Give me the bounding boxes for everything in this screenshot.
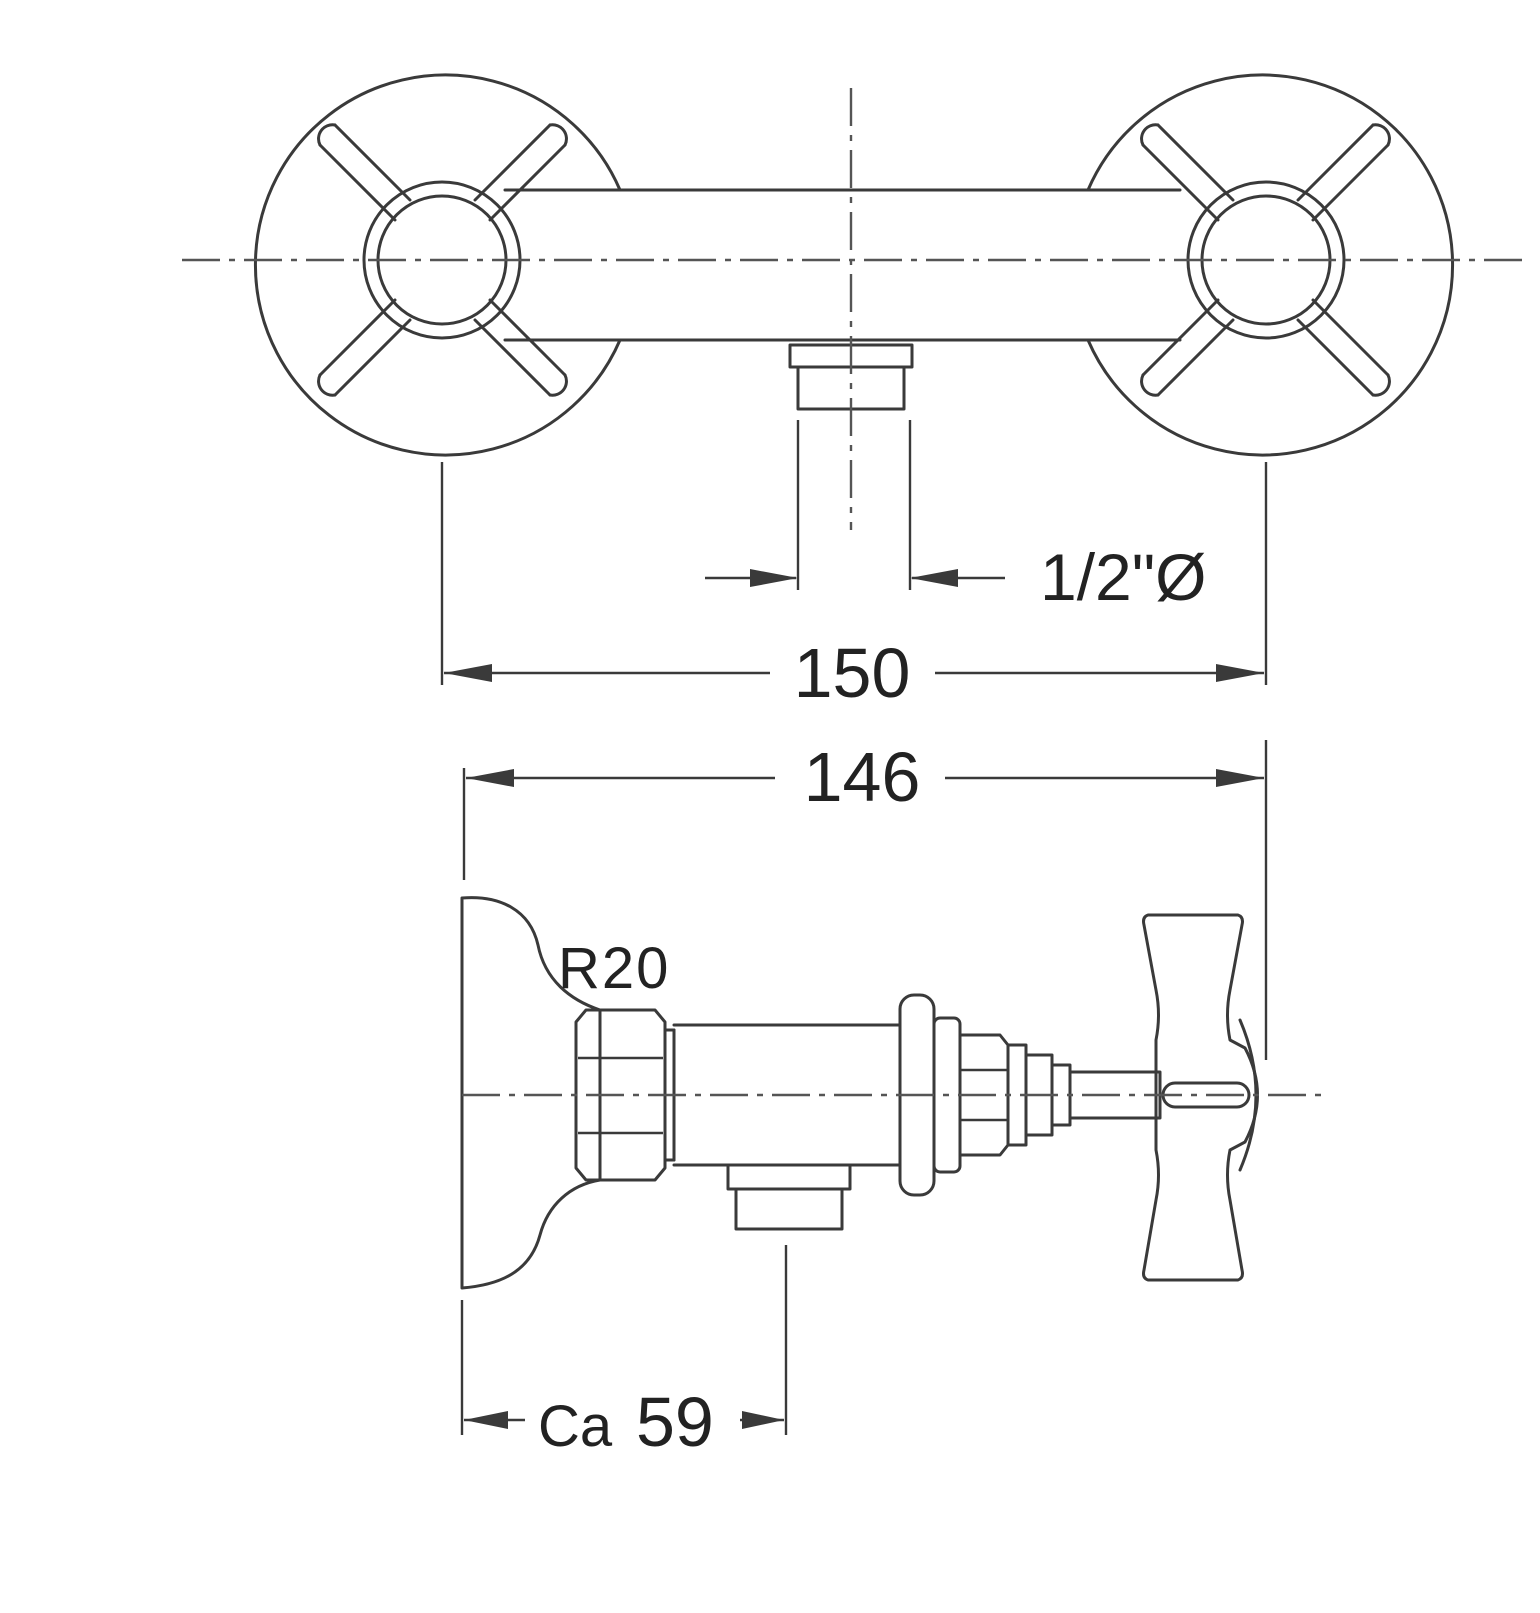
projection-prefix-label: Ca (538, 1394, 613, 1459)
outlet-dimension: 1/2"Ø (705, 420, 1207, 614)
center-distance-dimension: 150 (440, 462, 1268, 712)
radius-label: R20 (558, 936, 670, 1001)
center-distance-label: 150 (794, 634, 911, 712)
depth-label: 146 (804, 738, 921, 816)
mixer-body-bar (503, 188, 1182, 342)
wall-flange: R20 (460, 896, 670, 1290)
left-cross-arms (317, 123, 568, 397)
right-cross-arms (1140, 123, 1391, 397)
depth-dimension: 146 (462, 738, 1268, 1060)
right-handle (1086, 73, 1454, 457)
projection-value-label: 59 (636, 1383, 714, 1461)
side-outlet-fitting (726, 1163, 852, 1231)
side-view: 146 R20 (460, 738, 1330, 1461)
outlet-thread-label: 1/2"Ø (1040, 540, 1207, 614)
projection-dimension: Ca 59 (460, 1245, 788, 1461)
left-handle (254, 73, 622, 457)
front-view: 1/2"Ø 150 (182, 73, 1525, 712)
